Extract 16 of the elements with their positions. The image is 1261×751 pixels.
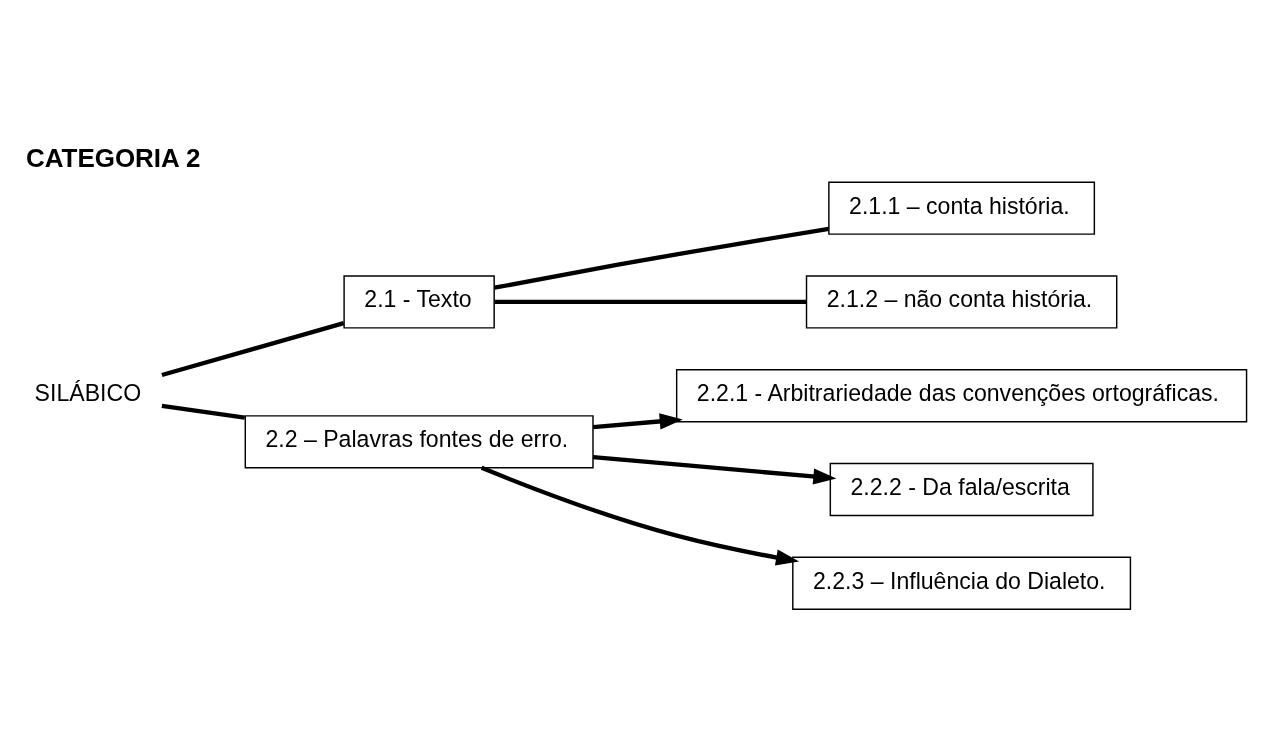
diagram-title: CATEGORIA 2	[25, 142, 201, 173]
node-box: 2.2.1 - Arbitrariedade das convenções ortográficas.	[675, 369, 1248, 423]
node-text: SILÁBICO	[34, 380, 142, 407]
connector	[494, 299, 807, 305]
node-box: 2.2.3 – Influência do Dialeto.	[792, 556, 1132, 610]
arrow	[480, 465, 800, 566]
connector	[494, 226, 830, 290]
arrow	[592, 454, 837, 485]
node-box: 2.1 - Texto	[343, 275, 495, 329]
connector	[161, 320, 345, 378]
node-box: 2.2.2 - Da fala/escrita	[829, 462, 1094, 517]
arrow	[592, 413, 683, 430]
node-box: 2.1.2 – não conta história.	[805, 275, 1118, 329]
node-box: 2.2 – Palavras fontes de erro.	[244, 415, 594, 469]
connector	[161, 403, 245, 420]
node-box: 2.1.1 – conta história.	[828, 181, 1096, 235]
